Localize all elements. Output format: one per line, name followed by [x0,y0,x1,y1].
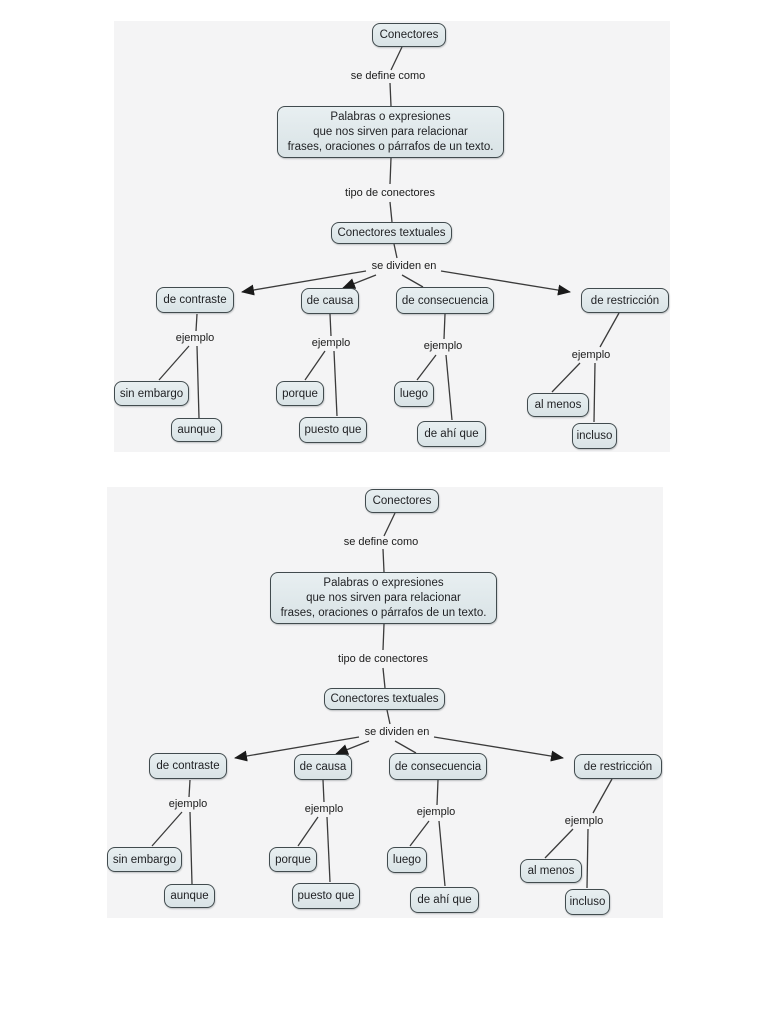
document-page-2: Conectores Palabras o expresiones que no… [107,487,663,918]
node-sin-embargo: sin embargo [114,381,189,406]
link-label-se-define-como: se define como [350,70,426,82]
link-label-ejemplo-contraste: ejemplo [168,798,208,810]
node-aunque: aunque [171,418,222,442]
link-label-tipo-de-conectores: tipo de conectores [345,187,435,199]
node-luego: luego [394,381,434,407]
node-conectores-textuales: Conectores textuales [331,222,452,244]
link-label-ejemplo-consecuencia: ejemplo [416,806,456,818]
link-label-ejemplo-restriccion: ejemplo [571,349,611,361]
definition-line-3: frases, oraciones o párrafos de un texto… [280,606,487,619]
node-sin-embargo: sin embargo [107,847,182,872]
node-de-causa: de causa [294,754,352,780]
node-luego: luego [387,847,427,873]
link-label-ejemplo-restriccion: ejemplo [564,815,604,827]
node-al-menos: al menos [520,859,582,883]
node-al-menos: al menos [527,393,589,417]
node-de-restriccion: de restricción [574,754,662,779]
node-definicion: Palabras o expresiones que nos sirven pa… [270,572,497,624]
definition-line-2: que nos sirven para relacionar [306,591,461,604]
link-label-ejemplo-causa: ejemplo [311,337,351,349]
node-de-consecuencia: de consecuencia [396,287,494,314]
node-conectores: Conectores [365,489,439,513]
link-label-ejemplo-causa: ejemplo [304,803,344,815]
node-de-contraste: de contraste [149,753,227,779]
node-de-ahi-que: de ahí que [417,421,486,447]
node-porque: porque [269,847,317,872]
node-aunque: aunque [164,884,215,908]
definition-line-2: que nos sirven para relacionar [313,125,468,138]
node-porque: porque [276,381,324,406]
node-de-ahi-que: de ahí que [410,887,479,913]
definition-line-3: frases, oraciones o párrafos de un texto… [287,140,494,153]
node-definicion: Palabras o expresiones que nos sirven pa… [277,106,504,158]
node-incluso: incluso [572,423,617,449]
node-de-contraste: de contraste [156,287,234,313]
link-label-se-define-como: se define como [343,536,419,548]
node-puesto-que: puesto que [299,417,367,443]
link-label-ejemplo-contraste: ejemplo [175,332,215,344]
node-conectores: Conectores [372,23,446,47]
link-label-se-dividen-en: se dividen en [364,726,430,738]
link-label-se-dividen-en: se dividen en [371,260,437,272]
definition-line-1: Palabras o expresiones [323,576,444,589]
node-de-consecuencia: de consecuencia [389,753,487,780]
node-conectores-textuales: Conectores textuales [324,688,445,710]
link-label-tipo-de-conectores: tipo de conectores [338,653,428,665]
document-page-1: Conectores Palabras o expresiones que no… [114,21,670,452]
definition-line-1: Palabras o expresiones [330,110,451,123]
node-de-causa: de causa [301,288,359,314]
node-incluso: incluso [565,889,610,915]
link-label-ejemplo-consecuencia: ejemplo [423,340,463,352]
node-de-restriccion: de restricción [581,288,669,313]
node-puesto-que: puesto que [292,883,360,909]
